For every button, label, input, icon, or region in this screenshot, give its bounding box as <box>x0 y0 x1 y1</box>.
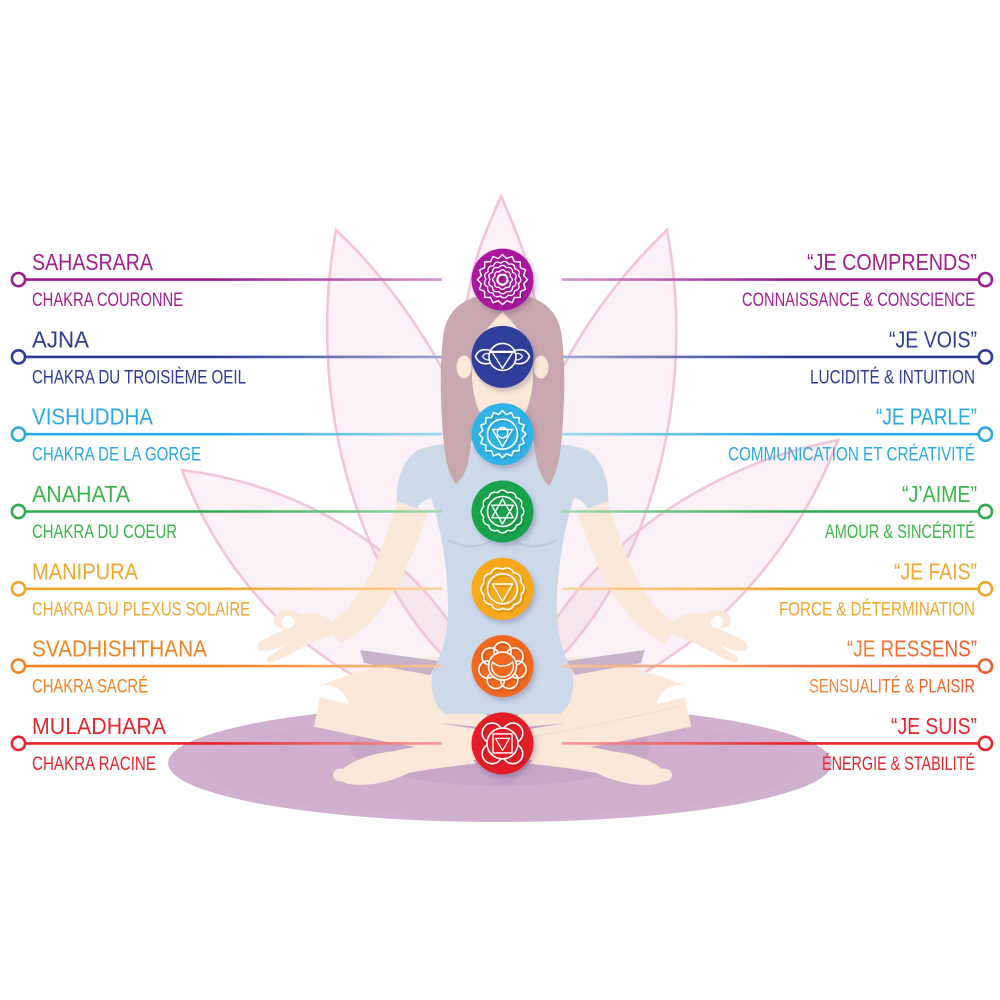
svg-text:AMOUR & SINCÉRITÉ: AMOUR & SINCÉRITÉ <box>825 522 975 543</box>
svg-text:“J’AIME”: “J’AIME” <box>902 481 977 507</box>
svg-text:CHAKRA SACRÉ: CHAKRA SACRÉ <box>32 677 148 698</box>
svg-text:ANAHATA: ANAHATA <box>32 481 130 507</box>
svg-text:CHAKRA DU PLEXUS SOLAIRE: CHAKRA DU PLEXUS SOLAIRE <box>32 599 250 620</box>
svg-text:“JE FAIS”: “JE FAIS” <box>894 558 977 584</box>
svg-text:CONNAISSANCE & CONSCIENCE: CONNAISSANCE & CONSCIENCE <box>742 290 975 311</box>
svg-text:ÉNERGIE & STABILITÉ: ÉNERGIE & STABILITÉ <box>822 754 975 775</box>
svg-text:SENSUALITÉ & PLAISIR: SENSUALITÉ & PLAISIR <box>809 677 975 698</box>
svg-text:“JE SUIS”: “JE SUIS” <box>891 713 977 739</box>
svg-text:CHAKRA DU COEUR: CHAKRA DU COEUR <box>32 522 177 543</box>
svg-text:SVADHISHTHANA: SVADHISHTHANA <box>32 636 207 662</box>
svg-text:AJNA: AJNA <box>32 326 89 352</box>
svg-text:VISHUDDHA: VISHUDDHA <box>32 404 153 430</box>
svg-text:“JE PARLE”: “JE PARLE” <box>876 404 977 430</box>
svg-text:CHAKRA DU TROISIÈME OEIL: CHAKRA DU TROISIÈME OEIL <box>32 367 246 388</box>
svg-text:“JE RESSENS”: “JE RESSENS” <box>847 636 977 662</box>
svg-text:“JE VOIS”: “JE VOIS” <box>889 326 977 352</box>
svg-text:COMMUNICATION ET CRÉATIVITÉ: COMMUNICATION ET CRÉATIVITÉ <box>728 445 975 466</box>
svg-text:LUCIDITÉ & INTUITION: LUCIDITÉ & INTUITION <box>810 367 975 388</box>
svg-text:SAHASRARA: SAHASRARA <box>32 249 153 275</box>
svg-text:CHAKRA RACINE: CHAKRA RACINE <box>32 754 156 775</box>
svg-text:FORCE & DÉTERMINATION: FORCE & DÉTERMINATION <box>779 599 975 620</box>
svg-text:“JE COMPRENDS”: “JE COMPRENDS” <box>807 249 977 275</box>
svg-text:MANIPURA: MANIPURA <box>32 558 138 584</box>
svg-text:MULADHARA: MULADHARA <box>32 713 166 739</box>
svg-text:CHAKRA COURONNE: CHAKRA COURONNE <box>32 290 183 311</box>
svg-text:CHAKRA DE LA GORGE: CHAKRA DE LA GORGE <box>32 445 201 466</box>
